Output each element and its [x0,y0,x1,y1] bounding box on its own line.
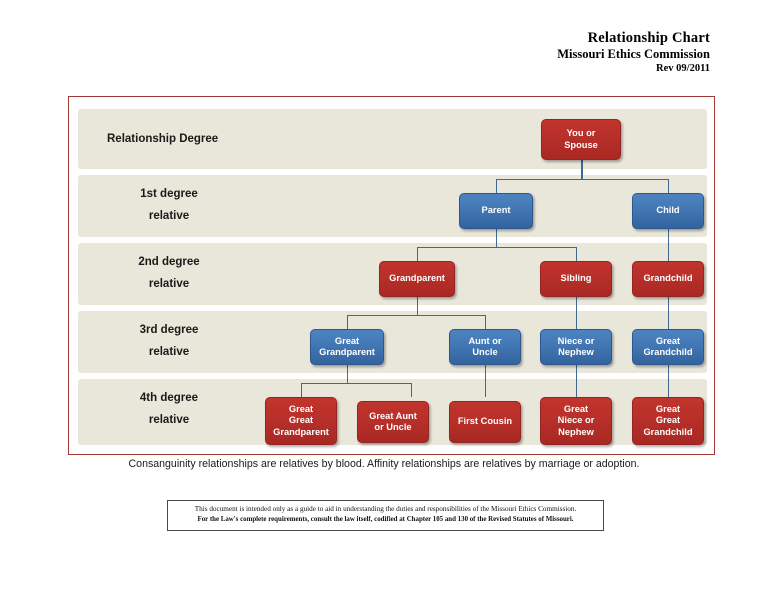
node-great-niece-or-nephew-line3: Nephew [558,426,594,437]
node-great-niece-or-nephew-line1: Great [563,403,589,414]
node-child[interactable]: Child [632,193,704,229]
connector-to-great-great-grandparent [301,383,303,397]
chart-caption: Consanguinity relationships are relative… [128,458,640,470]
row-label-3rd-degree-line2: relative [148,346,190,358]
disclaimer-box: This document is intended only as a guid… [167,500,604,531]
connector-to-great-aunt-uncle [411,383,413,397]
node-aunt-or-uncle[interactable]: Aunt or Uncle [449,329,521,365]
node-great-great-grandparent[interactable]: Great Great Grandparent [265,397,337,445]
row-label-1st-degree-line2: relative [148,210,190,222]
connector-to-parent [496,179,498,193]
node-great-great-grandchild-line3: Grandchild [643,426,693,437]
document-header: Relationship Chart Missouri Ethics Commi… [557,30,710,76]
node-grandparent[interactable]: Grandparent [379,261,455,297]
node-niece-or-nephew-line1: Niece or [557,335,595,346]
node-great-great-grandparent-line2: Great [288,415,314,426]
connector-sibling-niece [576,297,578,329]
connector-niece-great-niece [576,365,578,397]
node-niece-or-nephew[interactable]: Niece or Nephew [540,329,612,365]
agency-name: Missouri Ethics Commission [557,47,710,61]
node-first-cousin[interactable]: First Cousin [449,401,521,443]
connector-great-grandparent-down [347,365,349,383]
node-great-great-grandchild[interactable]: Great Great Grandchild [632,397,704,445]
node-great-niece-or-nephew-line2: Niece or [557,415,595,426]
connector-bus-row3 [347,315,486,317]
page-title: Relationship Chart [587,30,710,46]
node-great-grandchild-line1: Great [655,335,681,346]
connector-to-sibling [576,247,578,261]
row-label-2nd-degree-line2: relative [148,278,190,290]
node-great-grandparent[interactable]: Great Grandparent [310,329,384,365]
node-grandchild-label: Grandchild [643,273,693,284]
connector-aunt-first-cousin [485,365,487,397]
node-parent-label: Parent [481,205,511,216]
node-grandchild[interactable]: Grandchild [632,261,704,297]
node-you-or-spouse-line1: You or [566,128,596,138]
node-great-great-grandparent-line3: Grandparent [273,426,329,437]
connector-child-grandchild [668,229,670,261]
disclaimer-line-1: This document is intended only as a guid… [194,505,577,513]
node-great-great-grandchild-line2: Great [655,415,681,426]
node-aunt-or-uncle-line1: Aunt or [468,335,502,346]
row-label-4th-degree-line2: relative [148,414,190,426]
node-great-great-grandchild-line1: Great [655,403,681,414]
row-band-3rd-degree [78,311,707,373]
row-label-relationship-degree: Relationship Degree [107,133,219,145]
node-great-niece-or-nephew[interactable]: Great Niece or Nephew [540,397,612,445]
connector-to-grandparent [417,247,419,261]
revision-label: Rev 09/2011 [656,63,710,74]
connector-to-child [668,179,670,193]
row-label-1st-degree-line1: 1st degree [140,188,198,200]
node-aunt-or-uncle-line2: Uncle [472,347,498,357]
connector-great-grandchild-ggc [668,365,670,397]
node-niece-or-nephew-line2: Nephew [558,347,594,357]
node-sibling[interactable]: Sibling [540,261,612,297]
connector-grandparent-down [417,297,419,315]
node-first-cousin-label: First Cousin [457,416,513,427]
row-label-4th-degree-line1: 4th degree [139,392,199,404]
row-band-1st-degree [78,175,707,237]
node-grandparent-label: Grandparent [389,273,445,284]
disclaimer-line-2: For the Law's complete requirements, con… [197,515,574,523]
node-great-grandchild-line2: Grandchild [643,347,693,357]
node-great-grandchild[interactable]: Great Grandchild [632,329,704,365]
node-sibling-label: Sibling [560,273,592,284]
row-label-3rd-degree-line1: 3rd degree [139,324,199,336]
node-great-aunt-or-uncle-line2: or Uncle [374,422,412,432]
connector-bus-row4 [301,383,412,385]
connector-bus-row2 [417,247,577,249]
node-you-or-spouse-line2: Spouse [564,139,598,150]
connector-parent-down [496,229,498,247]
row-label-2nd-degree-line1: 2nd degree [138,256,200,268]
connector-bus-row1 [496,179,669,181]
node-you-or-spouse[interactable]: You or Spouse [541,119,621,160]
node-great-aunt-or-uncle-line1: Great Aunt [369,410,417,421]
node-great-grandparent-line1: Great [334,335,360,346]
connector-to-aunt-uncle [485,315,487,329]
node-great-grandparent-line2: Grandparent [319,347,375,357]
connector-to-great-grandparent [347,315,349,329]
relationship-chart-frame: Relationship Degree 1st degree relative … [68,96,715,455]
node-great-aunt-or-uncle[interactable]: Great Aunt or Uncle [357,401,429,443]
connector-you-down [581,160,583,179]
node-parent[interactable]: Parent [459,193,533,229]
connector-grandchild-great [668,297,670,329]
node-great-great-grandparent-line1: Great [288,403,314,414]
node-child-label: Child [656,205,680,216]
